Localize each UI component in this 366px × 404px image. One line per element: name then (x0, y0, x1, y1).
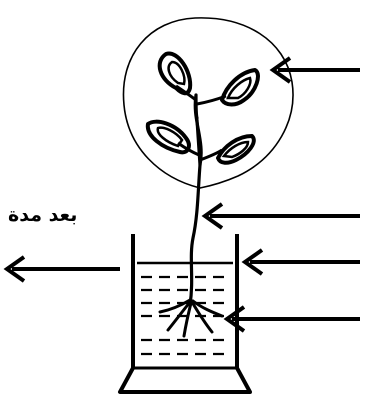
arrow-to-roots (223, 305, 360, 333)
plastic-bag-outline (122, 17, 294, 189)
arrow-to-bag (269, 56, 360, 84)
leaf-upper-right (220, 68, 260, 107)
plant-roots (158, 298, 224, 338)
leaf-lower-left (145, 119, 191, 155)
beaker (118, 234, 252, 394)
arrow-to-water (241, 248, 360, 276)
plant-stem-upper (195, 118, 202, 167)
beaker-stand (118, 367, 252, 394)
after-time-caption: بعد مدة (8, 204, 78, 226)
arrow-to-stem (201, 202, 360, 230)
leaf-upper-left (157, 51, 193, 96)
plant-stem (188, 93, 203, 307)
arrow-after-time (3, 255, 120, 283)
leaf-lower-right (216, 134, 256, 165)
